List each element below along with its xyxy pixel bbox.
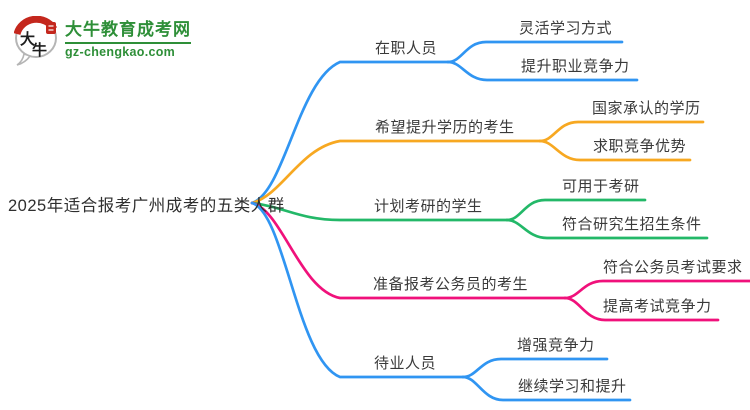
- branch-5-label: 待业人员: [374, 355, 437, 372]
- branch-3-child-2-connector: [505, 218, 709, 240]
- daniu-bubble-icon: 大 牛: [14, 16, 58, 66]
- branch-3-child-1-label: 可用于考研: [562, 178, 640, 195]
- branch-2-child-1-label: 国家承认的学历: [592, 100, 701, 117]
- branch-1-child-2-connector: [446, 60, 639, 82]
- branch-4-connector: [250, 201, 567, 300]
- branch-5-child-2-connector: [461, 375, 632, 402]
- branch-4-child-1-label: 符合公务员考试要求: [603, 259, 743, 276]
- branch-1-child-2-label: 提升职业竞争力: [521, 58, 630, 75]
- root-topic: 2025年适合报考广州成考的五类人群: [8, 197, 285, 215]
- branch-4-child-2-label: 提高考试竞争力: [603, 298, 712, 315]
- branch-2-child-2-label: 求职竞争优势: [593, 138, 687, 155]
- branch-3-connector: [250, 201, 509, 222]
- branch-1-connector: [250, 60, 450, 205]
- branch-3-child-2-label: 符合研究生招生条件: [562, 216, 702, 233]
- site-logo: 大 牛 大牛教育成考网 gz-chengkao.com: [14, 16, 191, 66]
- branch-5-child-2-label: 继续学习和提升: [518, 378, 627, 395]
- branch-2-child-2-connector: [538, 139, 692, 162]
- logo-title: 大牛教育成考网: [65, 20, 191, 39]
- branch-4-child-2-connector: [563, 296, 720, 322]
- branch-5-connector: [250, 201, 465, 379]
- logo-char-bottom: 牛: [32, 41, 47, 59]
- branch-5-child-1-label: 增强竞争力: [517, 337, 595, 354]
- branch-1-label: 在职人员: [375, 40, 438, 57]
- logo-char-top: 大: [20, 30, 35, 48]
- branch-2-label: 希望提升学历的考生: [375, 119, 515, 136]
- branch-2-connector: [250, 139, 542, 205]
- seal-stamp-icon: [46, 22, 56, 34]
- branch-1-child-1-label: 灵活学习方式: [519, 20, 613, 37]
- logo-subtitle: gz-chengkao.com: [65, 42, 191, 59]
- branch-3-label: 计划考研的学生: [374, 198, 483, 215]
- branch-4-child-1-connector: [563, 279, 750, 300]
- branch-4-label: 准备报考公务员的考生: [373, 276, 529, 293]
- branch-5-child-1-connector: [461, 357, 609, 379]
